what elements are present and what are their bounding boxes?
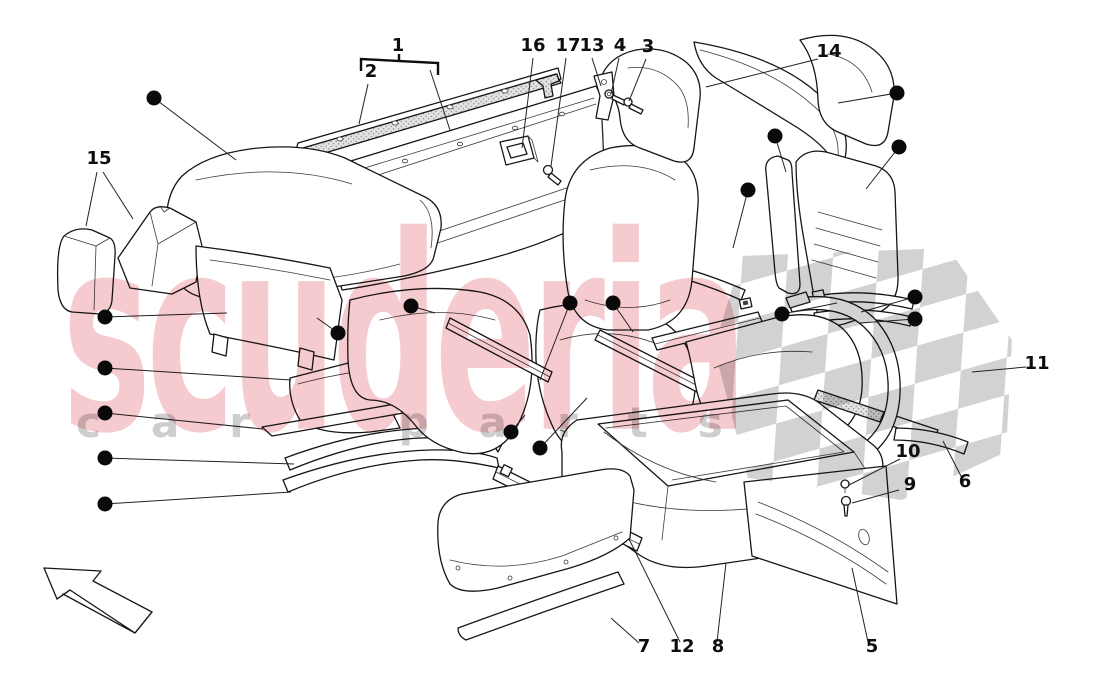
- leader-line-2: [358, 83, 369, 125]
- leader-line-15: [85, 171, 98, 227]
- leader-line-13: [591, 57, 602, 87]
- reference-dot: [97, 309, 113, 325]
- reference-dot: [330, 325, 346, 341]
- dot-leader-line: [859, 318, 916, 324]
- reference-dot: [767, 128, 783, 144]
- reference-dot: [605, 295, 621, 311]
- dot-leader-line: [153, 97, 237, 161]
- part-arch-curl: [599, 48, 701, 163]
- leader-line-14: [705, 58, 819, 88]
- callout-label-17: 17: [555, 35, 580, 56]
- leader-line-12: [628, 538, 681, 643]
- dot-leader-line: [104, 457, 295, 465]
- reference-dot: [403, 298, 419, 314]
- dot-leader-line: [539, 302, 571, 381]
- reference-dot: [97, 405, 113, 421]
- dot-leader-line: [539, 397, 588, 449]
- part-top-right-shell: [799, 34, 895, 147]
- reference-dot: [907, 311, 923, 327]
- reference-dot: [889, 85, 905, 101]
- part-t-clip: [535, 73, 560, 99]
- callout-label-12: 12: [669, 636, 694, 657]
- dot-leader-line: [104, 491, 292, 505]
- leader-line-7: [610, 617, 640, 644]
- dot-leader-line: [104, 367, 292, 381]
- callout-label-7: 7: [638, 636, 651, 657]
- leader-line-15: [102, 171, 134, 220]
- dot-leader-line: [104, 412, 264, 430]
- callout-label-1: 1: [392, 35, 405, 56]
- callout-label-5: 5: [866, 636, 879, 657]
- reference-dot: [740, 182, 756, 198]
- direction-arrow: [43, 567, 153, 634]
- leader-line-6: [942, 440, 963, 479]
- leader-line-16: [521, 57, 534, 149]
- leader-line-17: [550, 57, 567, 167]
- callout-label-9: 9: [904, 474, 917, 495]
- reference-dot: [97, 360, 113, 376]
- callout-label-11: 11: [1024, 353, 1049, 374]
- callout-label-2: 2: [365, 61, 378, 82]
- leader-line-5: [851, 567, 869, 643]
- part-screw-9: [840, 495, 852, 517]
- leader-line-3: [628, 58, 647, 102]
- leader-line-4: [610, 57, 620, 95]
- callout-label-3: 3: [642, 36, 655, 57]
- reference-dot: [503, 424, 519, 440]
- part-rear-flap-5: [743, 465, 898, 605]
- part-rail-strip-2: [295, 67, 562, 161]
- part-floor-mat: [437, 468, 635, 592]
- callout-label-15: 15: [86, 148, 111, 169]
- callout-label-8: 8: [712, 636, 725, 657]
- callout-label-14: 14: [816, 41, 841, 62]
- checkered-flag-watermark: [714, 248, 1012, 500]
- reference-dot: [891, 139, 907, 155]
- reference-dot: [97, 496, 113, 512]
- callout-label-10: 10: [895, 441, 920, 462]
- leader-line-9: [851, 489, 900, 504]
- callout-label-13: 13: [579, 35, 604, 56]
- part-foam-block-left-15: [56, 228, 116, 315]
- leader-line-11: [971, 366, 1027, 373]
- dot-leader-line: [781, 302, 838, 315]
- reference-dot: [97, 450, 113, 466]
- callout-label-4: 4: [614, 35, 627, 56]
- callout-label-6: 6: [959, 471, 972, 492]
- dot-leader-line: [837, 92, 898, 104]
- reference-dot: [532, 440, 548, 456]
- part-bolt-17: [542, 164, 562, 186]
- part-side-panel-with-feet: [195, 245, 343, 371]
- reference-dot: [907, 289, 923, 305]
- reference-dot: [562, 295, 578, 311]
- dot-leader-line: [732, 189, 749, 249]
- leader-line-8: [716, 562, 727, 643]
- dot-leader-line: [865, 146, 900, 190]
- leader-line-1: [429, 69, 451, 131]
- part-foam-block-right-15: [117, 205, 203, 295]
- part-strip-7: [457, 571, 625, 641]
- reference-dot: [774, 306, 790, 322]
- part-firewall-hump: [562, 144, 699, 331]
- part-bracket-13: [593, 71, 615, 121]
- callout-label-16: 16: [520, 35, 545, 56]
- part-bolt-3: [623, 97, 644, 115]
- reference-dot: [146, 90, 162, 106]
- leader-line-10: [848, 458, 901, 486]
- callout-1-bracket: [359, 54, 440, 75]
- dot-leader-line: [104, 312, 228, 318]
- dot-leader-line: [860, 296, 916, 313]
